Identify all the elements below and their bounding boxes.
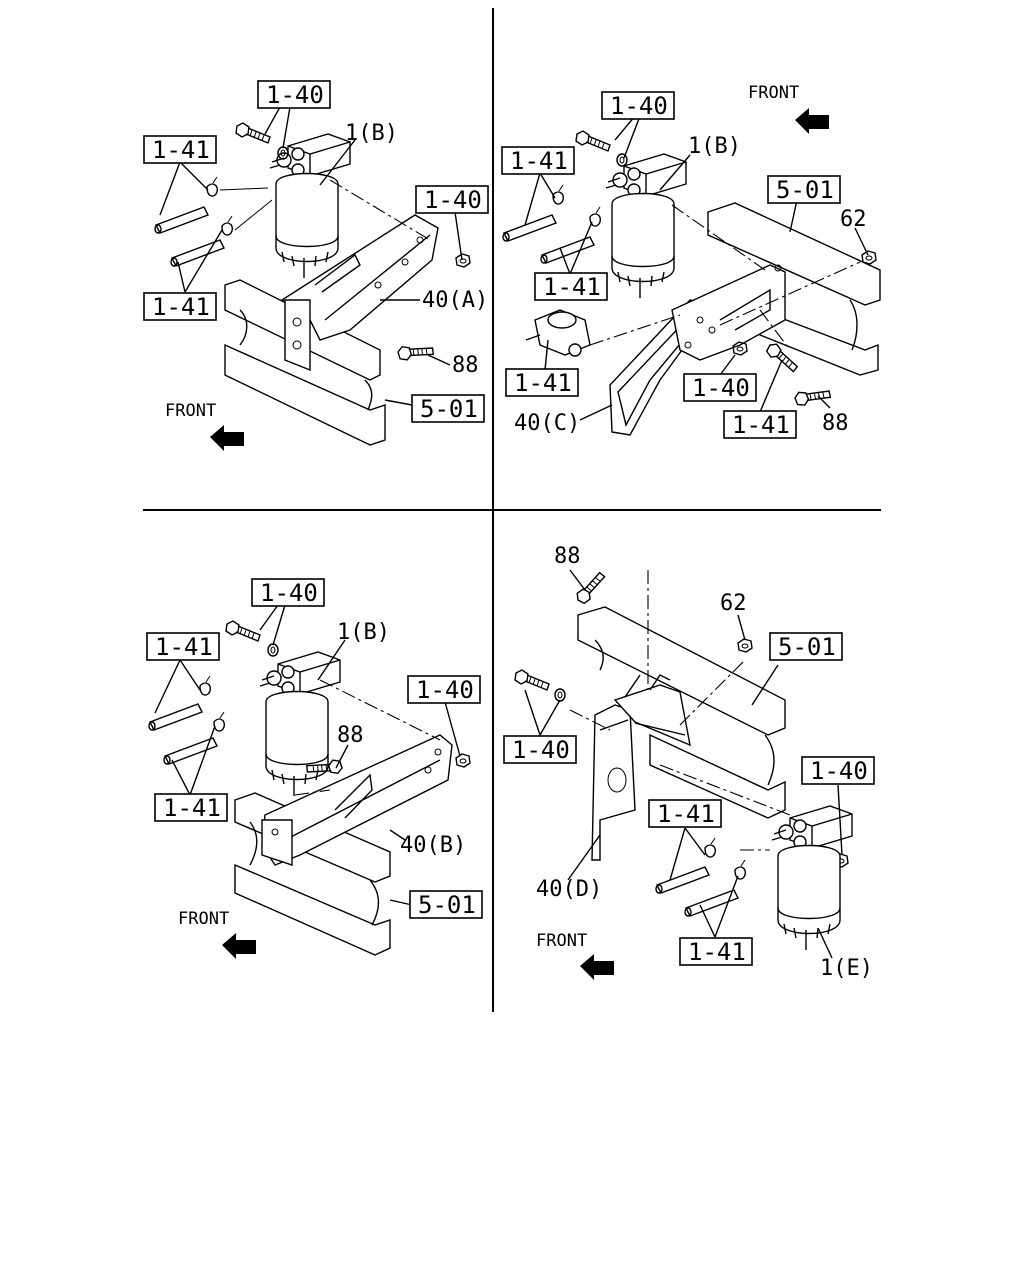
front-arrow-icon	[222, 933, 256, 959]
bolt-88-icon	[574, 567, 606, 608]
label-bracket: 40(D)	[536, 877, 602, 902]
label-1-41: 1-41	[510, 147, 568, 175]
fuel-filter-icon	[605, 153, 687, 299]
label-front: FRONT	[536, 931, 587, 951]
bracket-40d-icon	[591, 674, 691, 861]
label-1-40: 1-40	[260, 579, 318, 607]
label-5-01: 5-01	[778, 633, 836, 661]
label-front: FRONT	[165, 401, 216, 421]
label-nut: 62	[720, 591, 747, 616]
label-bracket: 40(C)	[514, 411, 580, 436]
bracket-40c-icon	[609, 264, 786, 436]
frame-rail-icon	[577, 606, 786, 819]
label-bolt: 88	[822, 411, 849, 436]
bracket-40a-icon	[280, 214, 439, 372]
panel-top-right: 1-40 1-41 1-41 1-41 1-40 1-41 5-01 1(B) …	[501, 83, 881, 439]
bolt-icon	[225, 620, 261, 642]
washer-icon	[554, 688, 566, 702]
nut-icon	[455, 753, 471, 768]
label-1-41: 1-41	[155, 633, 213, 661]
label-1-40: 1-40	[424, 186, 482, 214]
front-arrow-icon	[795, 108, 829, 134]
label-nut: 62	[840, 207, 867, 232]
hose-clamp-icon	[221, 215, 234, 236]
label-1-40: 1-40	[266, 81, 324, 109]
label-1-41: 1-41	[514, 369, 572, 397]
label-front: FRONT	[178, 909, 229, 929]
label-filter: 1(B)	[688, 134, 741, 159]
bolt-88-icon	[395, 334, 436, 369]
label-1-40: 1-40	[810, 757, 868, 785]
hose-icon	[655, 866, 710, 894]
label-bracket: 40(B)	[400, 833, 466, 858]
front-arrow-icon	[580, 954, 614, 980]
panel-top-left: 1-40 1-41 1-40 1-41 5-01 1(B) 40(A) 88 F…	[143, 80, 489, 451]
hose-clamp-icon	[552, 184, 565, 205]
label-1-40: 1-40	[692, 374, 750, 402]
label-5-01: 5-01	[776, 176, 834, 204]
hose-icon	[170, 239, 225, 267]
label-1-40: 1-40	[610, 92, 668, 120]
label-1-40: 1-40	[512, 736, 570, 764]
label-bolt: 88	[554, 544, 581, 569]
hose-icon	[502, 214, 557, 242]
hose-clamp-icon	[199, 675, 212, 696]
label-bolt: 88	[452, 353, 479, 378]
hose-clamp-icon	[704, 837, 717, 858]
nut-62-icon	[861, 250, 877, 265]
nut-icon	[455, 253, 471, 268]
priming-pump-icon	[525, 309, 591, 357]
hose-clamp-icon	[213, 711, 226, 732]
label-1-41: 1-41	[657, 800, 715, 828]
bolt-88-icon	[791, 378, 833, 414]
label-5-01: 5-01	[418, 891, 476, 919]
fuel-filter-icon	[259, 651, 341, 797]
front-arrow-icon	[210, 425, 244, 451]
panel-bottom-left: 1-40 1-41 1-41 1-40 5-01 1(B) 88 40(B) F…	[146, 578, 483, 959]
label-1-41: 1-41	[732, 411, 790, 439]
label-1-41: 1-41	[152, 136, 210, 164]
label-1-40: 1-40	[416, 676, 474, 704]
panel-bottom-right: 5-01 1-40 1-40 1-41 1-41 88 62 40(D) 1(E…	[503, 544, 875, 981]
hose-clamp-icon	[206, 176, 219, 197]
nut-62-icon	[737, 638, 753, 653]
label-1-41: 1-41	[163, 794, 221, 822]
label-front: FRONT	[748, 83, 799, 103]
label-5-01: 5-01	[420, 395, 478, 423]
washer-icon	[267, 643, 279, 657]
label-1-41: 1-41	[152, 293, 210, 321]
label-1-41: 1-41	[543, 273, 601, 301]
hose-icon	[540, 236, 595, 264]
bolt-icon	[514, 669, 550, 691]
label-filter: 1(B)	[345, 121, 398, 146]
bracket-40b-icon	[261, 734, 453, 866]
label-filter: 1(B)	[337, 620, 390, 645]
label-1-41: 1-41	[688, 938, 746, 966]
bolt-icon	[575, 130, 611, 152]
hose-icon	[684, 889, 739, 917]
label-bolt: 88	[337, 723, 364, 748]
hose-icon	[154, 206, 209, 234]
label-filter: 1(E)	[820, 956, 873, 981]
hose-clamp-icon	[734, 859, 747, 880]
label-bracket: 40(A)	[422, 288, 488, 313]
frame-rail-icon	[707, 202, 881, 376]
